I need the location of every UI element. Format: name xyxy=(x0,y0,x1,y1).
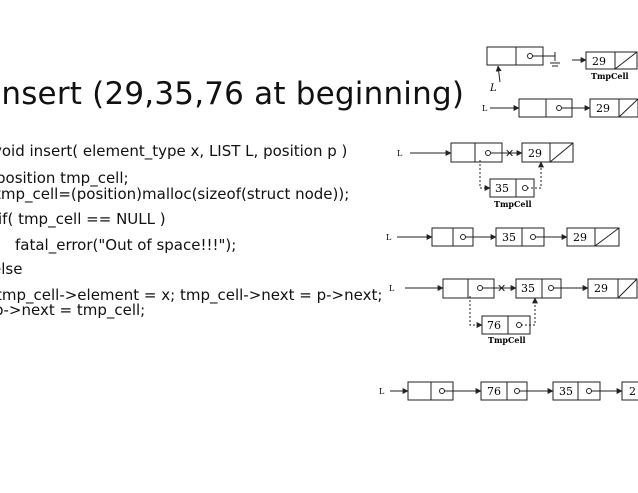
code-line-2: position tmp_cell; xyxy=(0,169,129,187)
node-box xyxy=(486,46,517,66)
code-line-4: if( tmp_cell == NULL ) xyxy=(0,210,166,228)
diagram-5: ✕ xyxy=(405,278,638,335)
node-value: 35 xyxy=(502,231,516,244)
diagram-1 xyxy=(486,46,638,83)
pointer-arrow xyxy=(495,65,502,83)
node-box xyxy=(407,381,432,401)
cut-mark: ✕ xyxy=(505,147,514,160)
node-box xyxy=(442,278,469,299)
new-node-value: 35 xyxy=(495,182,509,195)
node-box xyxy=(431,227,454,247)
node-box xyxy=(621,381,638,401)
tmpcell-caption: TmpCell xyxy=(494,199,532,209)
list-head-label: L xyxy=(397,149,403,158)
node-box xyxy=(518,98,547,118)
node-value: 35 xyxy=(559,385,573,398)
list-head-label: L xyxy=(389,284,395,293)
code-line-5: fatal_error("Out of space!!!"); xyxy=(15,236,237,254)
list-head-label: L xyxy=(386,233,392,242)
node-value: 29 xyxy=(596,102,610,115)
node-box xyxy=(450,142,476,163)
code-line-1: void insert( element_type x, LIST L, pos… xyxy=(0,142,348,160)
pointer-dot xyxy=(527,53,533,59)
list-head-label: L xyxy=(379,387,385,396)
diagram-4 xyxy=(397,227,620,247)
tmpcell-caption: TmpCell xyxy=(488,335,526,345)
list-head-label: L xyxy=(482,104,488,113)
node-value: 76 xyxy=(487,385,501,398)
diagram-3: ✕ xyxy=(410,142,574,198)
code-line-6: else xyxy=(0,260,23,278)
tmpcell-caption: TmpCell xyxy=(591,71,629,81)
diagram-6 xyxy=(390,381,638,401)
node-value: 29 xyxy=(528,147,542,160)
code-line-8: p->next = tmp_cell; xyxy=(0,301,146,319)
new-node-value: 76 xyxy=(487,319,501,332)
node-value: 2 xyxy=(629,385,636,398)
node-value: 35 xyxy=(521,282,535,295)
code-line-3: tmp_cell=(position)malloc(sizeof(struct … xyxy=(0,185,350,203)
node-value: 29 xyxy=(592,55,606,68)
node-value: 29 xyxy=(573,231,587,244)
list-head-label: L xyxy=(489,83,497,94)
slide-title: Insert (29,35,76 at beginning) xyxy=(0,76,465,112)
code-line-7: tmp_cell->element = x; tmp_cell->next = … xyxy=(0,286,383,304)
node-box xyxy=(614,51,638,70)
cut-mark: ✕ xyxy=(497,282,506,295)
node-value: 29 xyxy=(594,282,608,295)
diagram-2 xyxy=(490,98,638,118)
